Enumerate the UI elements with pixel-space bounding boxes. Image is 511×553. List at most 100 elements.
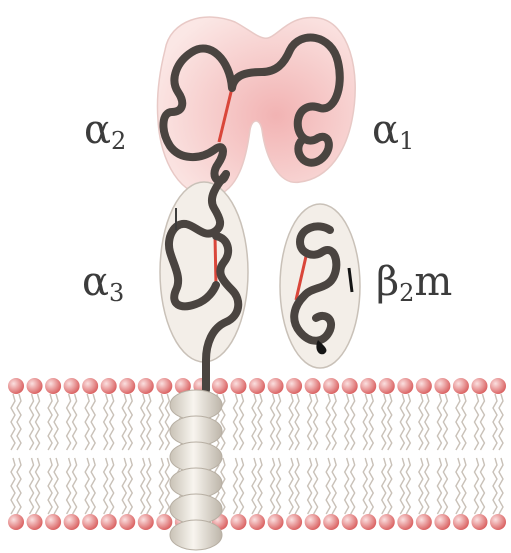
lipid-head <box>323 514 339 530</box>
alpha1-label: α1 <box>372 110 414 150</box>
lipid-tail <box>369 458 373 514</box>
lipid-head <box>230 378 246 394</box>
lipid-tail <box>104 458 108 514</box>
lipid-tail <box>474 458 478 514</box>
lipid-tail <box>85 458 89 514</box>
lipid-tail <box>326 394 330 450</box>
lipid-tail <box>388 458 392 514</box>
lipid-tail <box>17 458 21 514</box>
lipid-head <box>434 378 450 394</box>
lipid-head <box>119 514 135 530</box>
lipid-head <box>305 378 321 394</box>
lipid-tail <box>54 394 58 450</box>
lipid-tail <box>480 394 484 450</box>
lipid-tail <box>239 458 243 514</box>
lipid-tail <box>277 458 281 514</box>
lipid-tail <box>308 458 312 514</box>
lipid-head <box>45 514 61 530</box>
lipid-head <box>490 514 506 530</box>
lipid-tail <box>382 394 386 450</box>
lipid-bilayer <box>8 378 506 530</box>
lipid-tail <box>499 458 503 514</box>
lipid-tail <box>141 394 145 450</box>
lipid-tail <box>443 458 447 514</box>
lipid-head <box>397 514 413 530</box>
lipid-head <box>101 514 117 530</box>
lipid-head <box>268 378 284 394</box>
lipid-tail <box>165 458 169 514</box>
lipid-head <box>268 514 284 530</box>
transmembrane-helix <box>170 390 222 550</box>
lipid-tail <box>363 458 367 514</box>
helix-turn <box>170 520 222 550</box>
alpha1-label-main: α <box>372 107 399 153</box>
beta2m-label-sub: 2 <box>399 279 414 307</box>
lipid-head <box>230 514 246 530</box>
lipid-tail <box>258 394 262 450</box>
lipid-tail <box>425 458 429 514</box>
lipid-tail <box>406 458 410 514</box>
lipid-tail <box>462 394 466 450</box>
lipid-tail <box>351 458 355 514</box>
lipid-tail <box>351 394 355 450</box>
lipid-head <box>305 514 321 530</box>
lipid-tail <box>289 458 293 514</box>
lipid-tail <box>252 458 256 514</box>
lipid-tail <box>36 394 40 450</box>
lipid-tail <box>91 394 95 450</box>
lipid-head <box>156 378 172 394</box>
lipid-head <box>27 514 43 530</box>
lipid-head <box>249 378 265 394</box>
lipid-tail <box>141 458 145 514</box>
lipid-tail <box>128 458 132 514</box>
lipid-tail <box>85 394 89 450</box>
lipid-head <box>490 378 506 394</box>
lipid-tail <box>147 394 151 450</box>
lipid-tail <box>48 394 52 450</box>
lipid-tail <box>314 458 318 514</box>
lipid-tail <box>159 394 163 450</box>
lipid-tail <box>239 394 243 450</box>
lipid-tail <box>91 458 95 514</box>
lipid-tail <box>73 394 77 450</box>
lipid-tail <box>30 394 34 450</box>
lipid-head <box>64 514 80 530</box>
lipid-tail <box>110 394 114 450</box>
lipid-tail <box>437 458 441 514</box>
lipid-head <box>379 514 395 530</box>
lipid-tail <box>363 394 367 450</box>
lipid-tail <box>122 394 126 450</box>
lipid-head <box>101 378 117 394</box>
lipid-head <box>471 378 487 394</box>
lipid-tail <box>11 458 15 514</box>
lipid-tail <box>493 458 497 514</box>
lipid-tail <box>295 394 299 450</box>
lipid-tail <box>122 458 126 514</box>
lipid-tail <box>104 394 108 450</box>
lipid-tail <box>30 458 34 514</box>
lipid-tail <box>437 394 441 450</box>
lipid-head <box>82 514 98 530</box>
lipid-tail <box>400 394 404 450</box>
lipid-head <box>286 378 302 394</box>
lipid-tail <box>474 394 478 450</box>
lipid-tail <box>295 458 299 514</box>
lipid-tail <box>54 458 58 514</box>
lipid-tail <box>443 394 447 450</box>
lipid-tail <box>499 394 503 450</box>
alpha1-label-sub: 1 <box>399 127 414 155</box>
lipid-tail <box>17 394 21 450</box>
lipid-tail <box>400 458 404 514</box>
beta2m-label-tail: m <box>414 259 452 305</box>
lipid-tail <box>128 394 132 450</box>
lipid-tail <box>48 458 52 514</box>
lipid-head <box>45 378 61 394</box>
alpha3-label-main: α <box>82 259 109 305</box>
beta2m-label-main: β <box>376 259 399 305</box>
lipid-tail <box>345 458 349 514</box>
lipid-tail <box>11 394 15 450</box>
alpha2-label-main: α <box>84 107 111 153</box>
lipid-head <box>453 514 469 530</box>
lipid-tail <box>326 458 330 514</box>
lipid-tail <box>388 394 392 450</box>
